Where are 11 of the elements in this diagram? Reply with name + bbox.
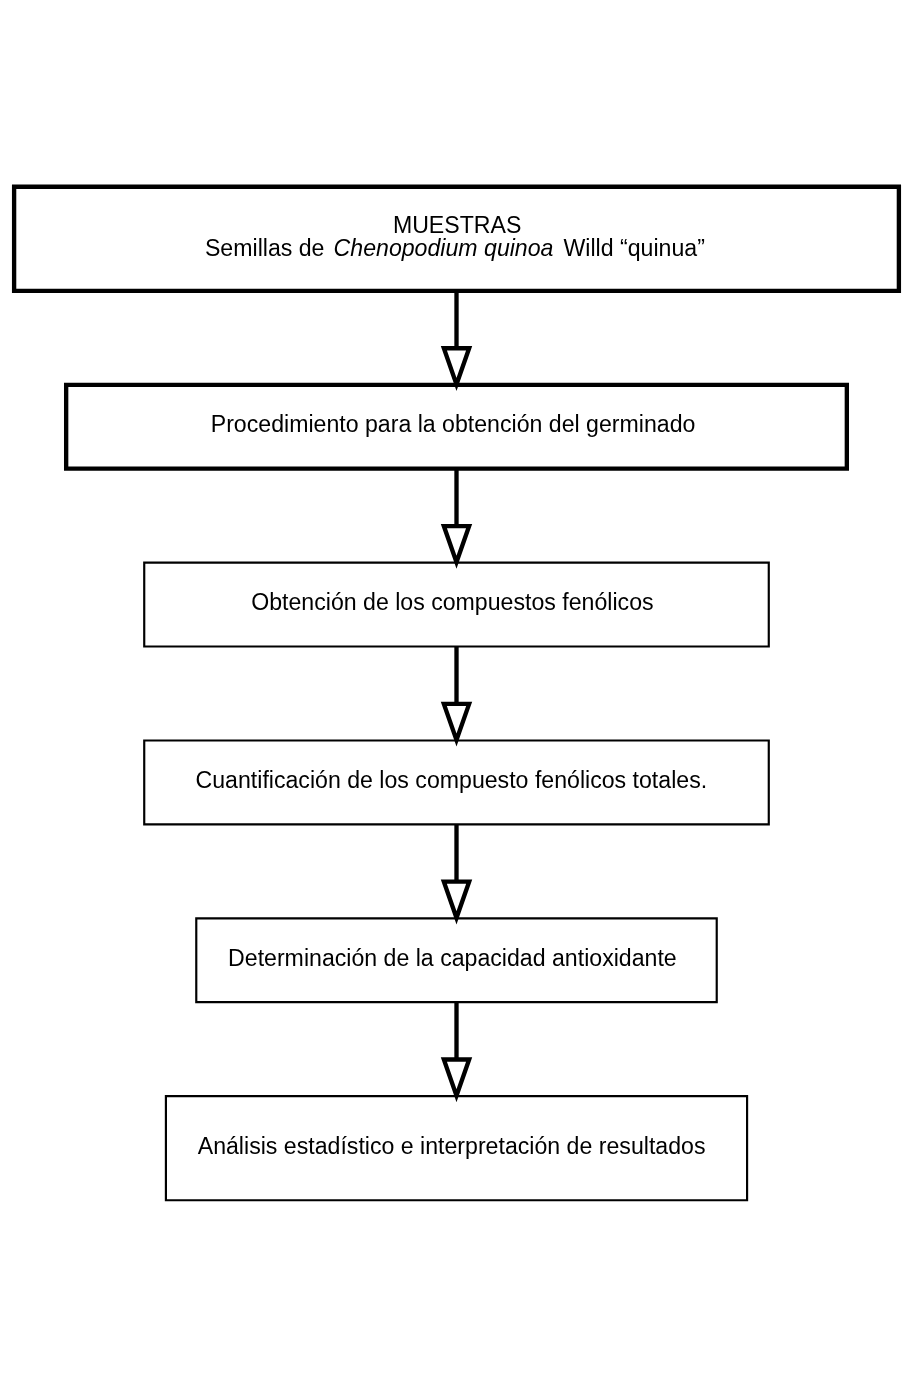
node-box: Obtención de los compuestos fenólicos (143, 561, 770, 648)
node-box: Cuantificación de los compuesto fenólicos totales. (143, 739, 770, 826)
arrow (440, 468, 473, 569)
node-box: Determinación de la capacidad antioxidante (195, 917, 718, 1004)
node-box: MUESTRAS Semillas de Chenopodium quinoa Willd “quinua” (11, 184, 902, 294)
arrow (440, 291, 473, 391)
node-box: Análisis estadístico e interpretación de resultados (164, 1095, 749, 1202)
arrow (440, 824, 473, 925)
arrow (440, 646, 473, 747)
arrow (440, 1002, 473, 1103)
node-box: Procedimiento para la obtención del germinado (64, 382, 849, 471)
